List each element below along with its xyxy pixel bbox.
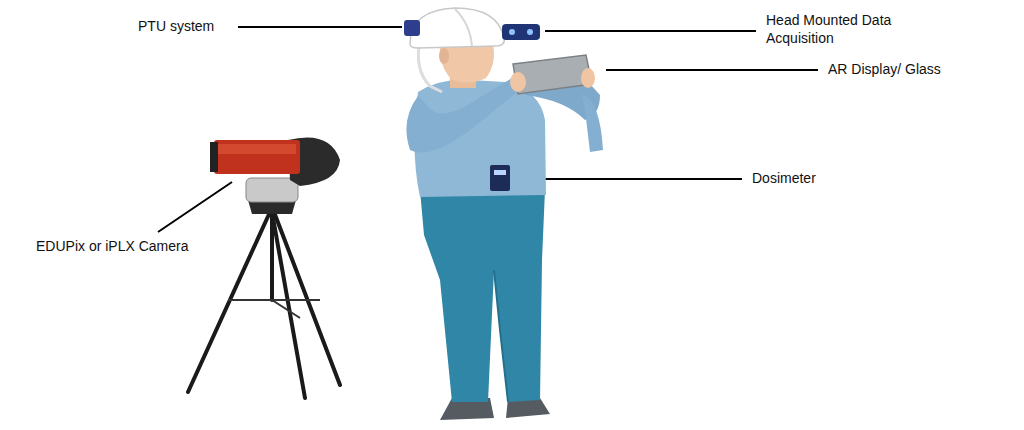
leader-line [158,182,232,232]
camera-body [214,140,300,174]
tripod-leg [274,212,340,385]
tablet [513,55,592,94]
leader-line [606,69,818,71]
camera-lens [210,142,218,172]
leader-line [545,30,756,32]
callout-label: AR Display/ Glass [828,61,941,79]
helmet [410,8,504,48]
leader-line [516,178,742,180]
hand [581,68,595,88]
camera-on-tripod [188,138,340,399]
trousers [420,190,545,402]
callout-label: Dosimeter [752,170,816,188]
camera-base [246,178,298,202]
tripod-leg [188,212,270,392]
tripod-leg [272,212,305,398]
leader-line [238,26,402,28]
arm [406,78,520,153]
worker-figure [404,8,603,420]
dosimeter-device [490,165,510,191]
tripod-column [270,212,274,300]
head-mounted-sensor [502,24,540,40]
callout-label: PTU system [138,18,214,36]
hand [510,72,526,92]
callout-label: EDUPix or iPLX Camera [36,238,189,256]
ptu-unit [404,20,420,36]
callout-label: Head Mounted Data Acquisition [766,12,902,47]
